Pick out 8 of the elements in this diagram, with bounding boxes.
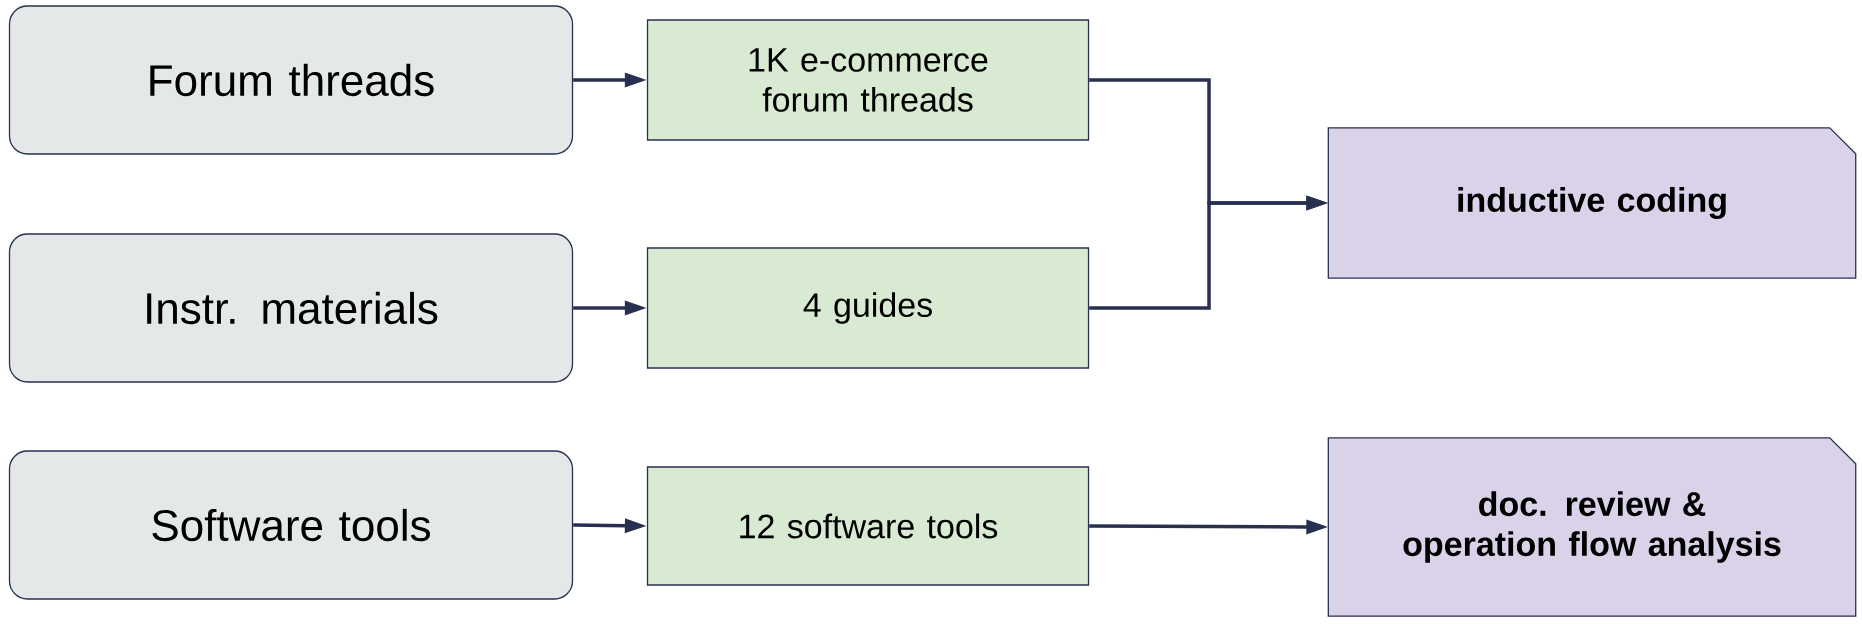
method-box: doc. review & operation flow analysis [1327,437,1857,617]
dataset-box: 1K e-commerce forum threads [646,19,1090,141]
source-box: Forum threads [8,5,574,155]
source-box: Software tools [8,450,574,600]
dataset-box: 4 guides [646,247,1090,369]
dataset-box: 12 software tools [646,466,1090,586]
method-box: inductive coding [1327,127,1857,279]
source-box: Instr. materials [8,233,574,383]
